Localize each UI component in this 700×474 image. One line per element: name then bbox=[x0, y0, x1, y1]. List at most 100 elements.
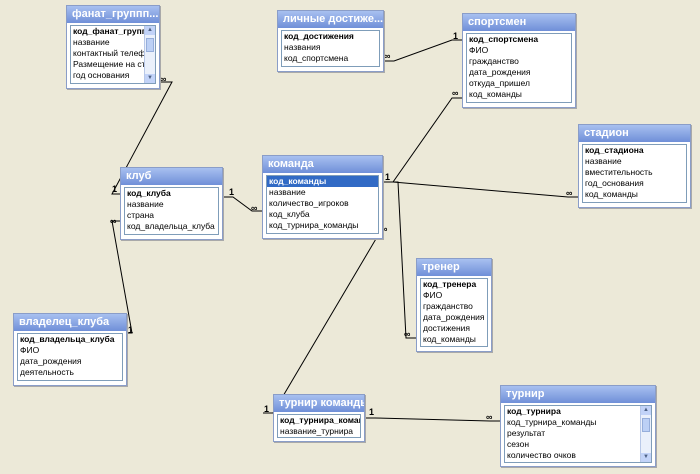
field[interactable]: код_команды bbox=[423, 334, 476, 344]
table-coach[interactable]: тренер код_тренера ФИО гражданство дата_… bbox=[416, 258, 492, 352]
field-selected[interactable]: код_команды bbox=[267, 176, 378, 187]
field[interactable]: код_клуба bbox=[269, 209, 310, 219]
field[interactable]: контактный телеф bbox=[73, 48, 146, 58]
scroll-thumb[interactable] bbox=[642, 418, 650, 432]
field-list[interactable]: код_турнира код_турнира_команды результа… bbox=[504, 405, 652, 463]
card-tournament-many: ∞ bbox=[486, 412, 493, 422]
field[interactable]: дата_рождения bbox=[423, 312, 485, 322]
field[interactable]: гражданство bbox=[423, 301, 473, 311]
field[interactable]: код_турнира_команды bbox=[269, 220, 359, 230]
field[interactable]: код_турнира_команды bbox=[507, 417, 597, 427]
field[interactable]: ФИО bbox=[469, 45, 489, 55]
field[interactable]: код_турнира bbox=[507, 406, 561, 416]
field-list[interactable]: код_владельца_клуба ФИО дата_рождения де… bbox=[17, 333, 123, 381]
field[interactable]: откуда_пришел bbox=[469, 78, 530, 88]
field[interactable]: код_турнира_команд bbox=[280, 415, 360, 425]
table-fan[interactable]: фанат_группп... код_фанат_групп название… bbox=[66, 5, 160, 89]
table-stadium[interactable]: стадион код_стадиона название вместитель… bbox=[578, 124, 691, 208]
field[interactable]: название bbox=[127, 199, 164, 209]
field[interactable]: название bbox=[73, 37, 110, 47]
field-list[interactable]: код_клуба название страна код_владельца_… bbox=[124, 187, 219, 235]
rel-achieve-athlete[interactable] bbox=[384, 39, 462, 62]
field-list[interactable]: код_команды название количество_игроков … bbox=[266, 175, 379, 234]
table-athlete[interactable]: спортсмен код_спортсмена ФИО гражданство… bbox=[462, 13, 576, 108]
table-team[interactable]: команда код_команды название количество_… bbox=[262, 155, 383, 239]
table-title[interactable]: турнир команды bbox=[274, 395, 364, 412]
card-teamtour-one: 1 bbox=[264, 404, 270, 414]
rel-team-stadium[interactable] bbox=[383, 181, 578, 198]
field-list[interactable]: код_достижения названия код_спортсмена bbox=[281, 30, 380, 67]
field[interactable]: ФИО bbox=[20, 345, 40, 355]
field[interactable]: код_владельца_клуба bbox=[127, 221, 215, 231]
scroll-up-arrow-icon[interactable]: ▲ bbox=[641, 406, 651, 415]
field[interactable]: код_достижения bbox=[284, 31, 354, 41]
field[interactable]: ФИО bbox=[423, 290, 443, 300]
card-coach-many: ∞ bbox=[404, 329, 411, 339]
field-list[interactable]: код_спортсмена ФИО гражданство дата_рожд… bbox=[466, 33, 572, 103]
scroll-down-arrow-icon[interactable]: ▼ bbox=[641, 453, 651, 462]
table-team-tournament[interactable]: турнир команды код_турнира_команд назван… bbox=[273, 394, 365, 442]
field-list[interactable]: код_тренера ФИО гражданство дата_рождени… bbox=[420, 278, 488, 347]
table-title[interactable]: личные достиже... bbox=[278, 11, 383, 28]
table-title[interactable]: команда bbox=[263, 156, 382, 173]
table-title[interactable]: владелец_клуба bbox=[14, 314, 126, 331]
field[interactable]: код_клуба bbox=[127, 188, 171, 198]
field[interactable]: дата_рождения bbox=[469, 67, 531, 77]
field[interactable]: результат bbox=[507, 428, 546, 438]
table-tournament[interactable]: турнир код_турнира код_турнира_команды р… bbox=[500, 385, 656, 467]
field[interactable]: код_спортсмена bbox=[469, 34, 539, 44]
rel-teamtour-team[interactable] bbox=[263, 226, 384, 414]
field[interactable]: код_команды bbox=[585, 189, 638, 199]
field-list[interactable]: код_фанат_групп название контактный теле… bbox=[70, 25, 156, 84]
field[interactable]: год_основания bbox=[585, 178, 644, 188]
field[interactable]: код_стадиона bbox=[585, 145, 644, 155]
table-title[interactable]: спортсмен bbox=[463, 14, 575, 31]
field[interactable]: название bbox=[269, 187, 306, 197]
field[interactable]: деятельность bbox=[20, 367, 74, 377]
field[interactable]: дата_рождения bbox=[20, 356, 82, 366]
field[interactable]: количество_игроков bbox=[269, 198, 349, 208]
field[interactable]: название bbox=[585, 156, 622, 166]
field[interactable]: год основания bbox=[73, 70, 130, 80]
table-title[interactable]: фанат_группп... bbox=[67, 6, 159, 23]
rel-fan-club[interactable] bbox=[111, 81, 173, 195]
field[interactable]: название_турнира bbox=[280, 426, 354, 436]
field[interactable]: достижения bbox=[423, 323, 471, 333]
vertical-scrollbar[interactable]: ▲ ▼ bbox=[640, 406, 651, 462]
table-title[interactable]: клуб bbox=[121, 168, 222, 185]
scroll-up-arrow-icon[interactable]: ▲ bbox=[145, 26, 155, 35]
field-list[interactable]: код_стадиона название вместительность го… bbox=[582, 144, 687, 203]
field[interactable]: Размещение на ста bbox=[73, 59, 151, 69]
card-fan-many: ∞ bbox=[160, 74, 167, 84]
table-title[interactable]: стадион bbox=[579, 125, 690, 142]
table-club-owner[interactable]: владелец_клуба код_владельца_клуба ФИО д… bbox=[13, 313, 127, 386]
scroll-down-arrow-icon[interactable]: ▼ bbox=[145, 74, 155, 83]
rel-owner-club[interactable] bbox=[111, 220, 133, 334]
field[interactable]: код_владельца_клуба bbox=[20, 334, 115, 344]
table-title[interactable]: турнир bbox=[501, 386, 655, 403]
scroll-thumb[interactable] bbox=[146, 38, 154, 52]
card-stadium-many: ∞ bbox=[566, 188, 573, 198]
field[interactable]: количество очков bbox=[507, 450, 576, 460]
card-team-one: 1 bbox=[385, 172, 391, 182]
field[interactable]: сезон bbox=[507, 439, 530, 449]
table-club[interactable]: клуб код_клуба название страна код_владе… bbox=[120, 167, 223, 240]
rel-teamtour-tournament[interactable] bbox=[365, 417, 500, 422]
vertical-scrollbar[interactable]: ▲ ▼ bbox=[144, 26, 155, 83]
card-achieve-many: ∞ bbox=[384, 51, 391, 61]
field[interactable]: названия bbox=[284, 42, 321, 52]
rel-team-athlete[interactable] bbox=[383, 97, 462, 183]
field-list[interactable]: код_турнира_команд название_турнира bbox=[277, 414, 361, 438]
field[interactable]: гражданство bbox=[469, 56, 519, 66]
field[interactable]: код_спортсмена bbox=[284, 53, 349, 63]
rel-team-coach[interactable] bbox=[383, 181, 416, 339]
field[interactable]: код_команды bbox=[469, 89, 522, 99]
field[interactable]: страна bbox=[127, 210, 155, 220]
field[interactable]: код_фанат_групп bbox=[73, 26, 147, 36]
card-club-one-team: 1 bbox=[229, 187, 235, 197]
rel-club-team[interactable] bbox=[223, 196, 262, 212]
table-achievements[interactable]: личные достиже... код_достижения названи… bbox=[277, 10, 384, 72]
field[interactable]: код_тренера bbox=[423, 279, 477, 289]
field[interactable]: вместительность bbox=[585, 167, 653, 177]
table-title[interactable]: тренер bbox=[417, 259, 491, 276]
